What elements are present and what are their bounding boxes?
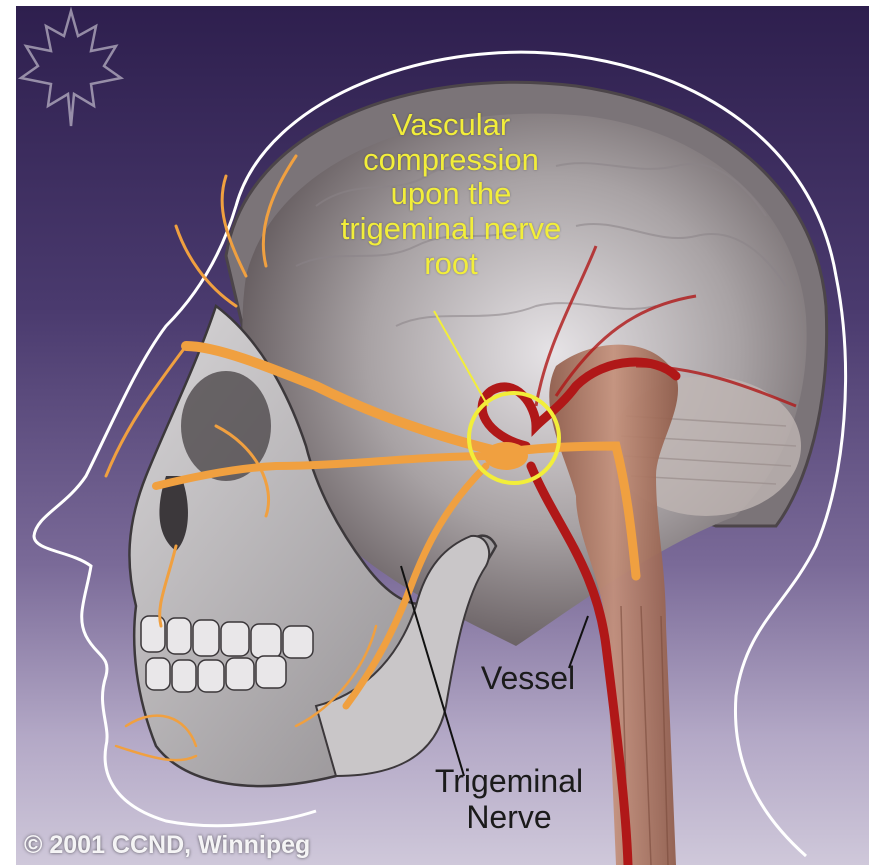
callout-line-2: compression [286, 143, 616, 178]
callout-line-5: root [286, 247, 616, 282]
vessel-label: Vessel [458, 661, 598, 697]
medical-illustration: Vascular compression upon the trigeminal… [16, 6, 869, 865]
nerve-root [484, 442, 528, 470]
callout-label: Vascular compression upon the trigeminal… [286, 108, 616, 282]
nerve-label-line-2: Nerve [414, 800, 604, 836]
callout-line-3: upon the [286, 177, 616, 212]
copyright-notice: © 2001 CCND, Winnipeg [24, 831, 384, 859]
callout-line-4: trigeminal nerve [286, 212, 616, 247]
trigeminal-nerve-label: Trigeminal Nerve [414, 764, 604, 836]
maple-leaf-watermark-icon [16, 6, 126, 136]
callout-line-1: Vascular [286, 108, 616, 143]
nerve-label-line-1: Trigeminal [414, 764, 604, 800]
